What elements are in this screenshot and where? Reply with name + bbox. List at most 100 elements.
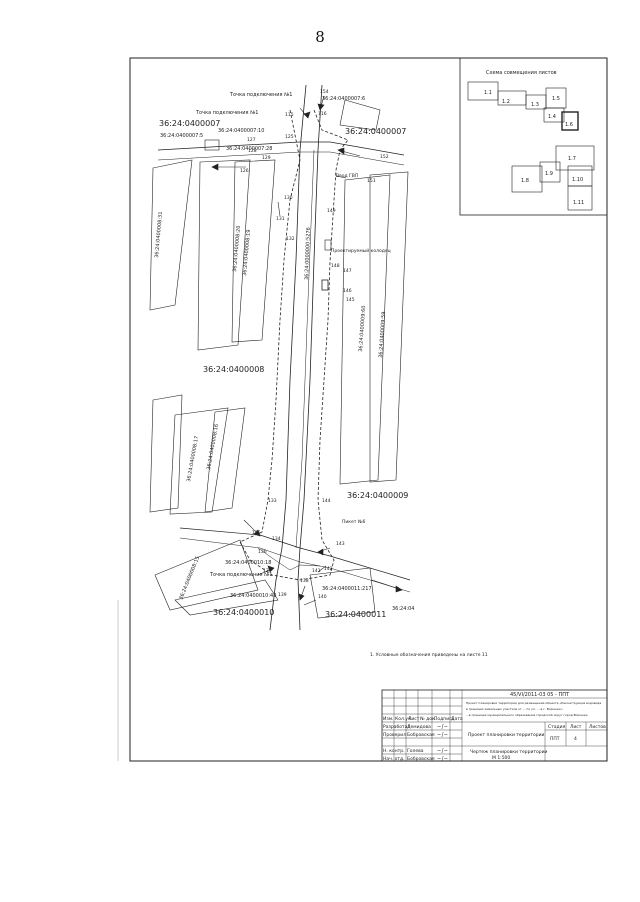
point-number: 127 — [247, 137, 256, 143]
stage-value: ППТ — [550, 736, 560, 742]
sheet-scale: М 1:500 — [492, 755, 510, 761]
sheet-1-8: 1.8 — [521, 178, 529, 184]
project-line: Проект планировки территории для размеще… — [466, 701, 601, 705]
sheet-1-6: 1.6 — [565, 122, 573, 128]
parcel-label: 36:24:0400007 — [159, 119, 220, 128]
col-header: № док. — [420, 716, 436, 722]
stage-header: Стадия — [548, 724, 566, 730]
section-name: Проект планировки территории — [468, 732, 544, 738]
parcel-label: 36:24:0400011:217 — [322, 586, 372, 592]
parcel-label: 36:24:0400007 — [345, 127, 406, 136]
parcel-labels: 36:24:0400007:6 36:24:0400007 36:24:0400… — [154, 96, 414, 619]
point-number: 134 — [272, 536, 281, 542]
col-header: Изм. — [383, 716, 394, 722]
point-number: 129 — [262, 155, 271, 161]
parcel-label: 36:24:0400009:59 — [378, 311, 387, 358]
sheet-1-3: 1.3 — [531, 102, 539, 108]
connection-point-label: Точка подключения №1 — [195, 110, 258, 116]
sheet-1-1: 1.1 — [484, 90, 492, 96]
parcel-label: 36:24:0400010:48 — [230, 593, 276, 599]
col-header: Дата — [451, 716, 463, 722]
point-number: 148 — [331, 263, 340, 269]
sheet-1-9: 1.9 — [545, 171, 553, 177]
road-corridor — [157, 84, 411, 631]
point-number: 138 — [300, 578, 309, 584]
parcel-label: 36:24:0400008:31 — [154, 211, 164, 258]
person: Голева — [407, 748, 424, 754]
parcel-label: 36:24:0400008:20 — [232, 225, 242, 272]
parcel-label: 36:24:0400009 — [347, 491, 408, 500]
pump-station-label: Проектируемый колодец — [331, 247, 391, 254]
point-number: 131 — [276, 216, 285, 222]
parcel-outlines — [149, 99, 409, 619]
signature-mark: ~∫~ — [437, 748, 448, 754]
title-block: 45/VI/2011-03 05 - ППТ Проект планировки… — [381, 689, 608, 762]
col-header: Кол.уч. — [395, 716, 412, 722]
parcel-label: 36:24:0400009:60 — [358, 305, 367, 352]
parcel-label: 36:24:0400007:5 — [160, 133, 203, 139]
person: Бобровская — [407, 756, 435, 762]
point-number: 151 — [367, 178, 376, 184]
point-number: 133 — [268, 498, 277, 504]
person: Демидова — [407, 724, 431, 730]
col-header: Подпись — [434, 716, 455, 722]
point-number: 142 — [324, 566, 333, 572]
parcel-label: 36:24:0400010:18 — [225, 560, 271, 566]
signature-mark: ~∫~ — [437, 724, 448, 730]
point-numbers: 115 116 154 125 127 128 129 126 152 151 … — [240, 89, 389, 600]
sheet-1-10: 1.10 — [572, 177, 583, 183]
point-number: 136 — [258, 549, 267, 555]
page-number: 8 — [315, 28, 325, 46]
point-number: 115 — [285, 112, 294, 118]
role: Разработал — [383, 724, 410, 730]
point-number: 132 — [286, 236, 295, 242]
point-number: 143 — [336, 541, 345, 547]
picket-label: Пикет №6 — [342, 519, 366, 525]
point-number: 126 — [240, 168, 249, 174]
signature-mark: ~∫~ — [437, 756, 448, 762]
survey-arrows — [211, 95, 403, 606]
planning-boundary — [239, 109, 349, 581]
dimension-label: Ввод ГВП — [336, 173, 358, 179]
annotation-labels: Точка подключения №1 Точка подключения №… — [195, 92, 391, 578]
signature-mark: ~∫~ — [437, 732, 448, 738]
point-number: 154 — [320, 89, 329, 95]
parcel-label: 36:24:0400010 — [213, 608, 274, 617]
parcel-label: 36:24:0400007:6 — [322, 96, 365, 102]
point-number: 144 — [322, 498, 331, 504]
parcel-label: 36:24:04 — [392, 606, 414, 612]
point-number: 137 — [263, 568, 272, 574]
sheet-1-11: 1.11 — [573, 200, 584, 206]
point-number: 130 — [284, 195, 293, 201]
point-number: 140 — [318, 594, 327, 600]
parcel-label: 36:24:0400008:17 — [186, 436, 200, 483]
sheet-name: Чертеж планировки территории — [470, 749, 548, 755]
role: Нач. отд. — [383, 756, 405, 762]
sheet-1-5: 1.5 — [552, 96, 560, 102]
role: Проверил — [383, 732, 406, 738]
point-number: 152 — [380, 154, 389, 160]
point-number: 128 — [248, 148, 257, 154]
point-number: 147 — [343, 268, 352, 274]
point-number: 149 — [327, 208, 336, 214]
sheet-frame — [129, 57, 608, 762]
parcel-label: 36:24:0000000:5276 — [304, 227, 312, 280]
point-number: 116 — [318, 111, 327, 117]
overview-title: Схема совмещения листов — [486, 70, 557, 76]
connection-point-label: Точка подключения №1 — [229, 92, 292, 98]
person: Бобровская — [407, 732, 435, 738]
sheet-value: 4 — [574, 736, 577, 742]
parcel-label: 36:24:0400008:16 — [206, 424, 220, 471]
point-number: 146 — [343, 288, 352, 294]
point-number: 125 — [285, 134, 294, 140]
footnote: 1. Условные обозначения приведены на лис… — [370, 652, 488, 658]
point-number: 141 — [312, 568, 321, 574]
sheet-1-2: 1.2 — [502, 99, 510, 105]
overview-scheme: Схема совмещения листов 1.1 1.2 1.3 1.5 … — [459, 57, 608, 216]
parcel-label: 36:24:0400007:10 — [218, 128, 264, 134]
role: Н. контр. — [383, 748, 405, 754]
sheets-header: Листов — [589, 724, 606, 730]
project-line: в границах земельных участков от ... по … — [466, 707, 563, 711]
project-line: ...в границах муниципального образования… — [466, 713, 588, 717]
